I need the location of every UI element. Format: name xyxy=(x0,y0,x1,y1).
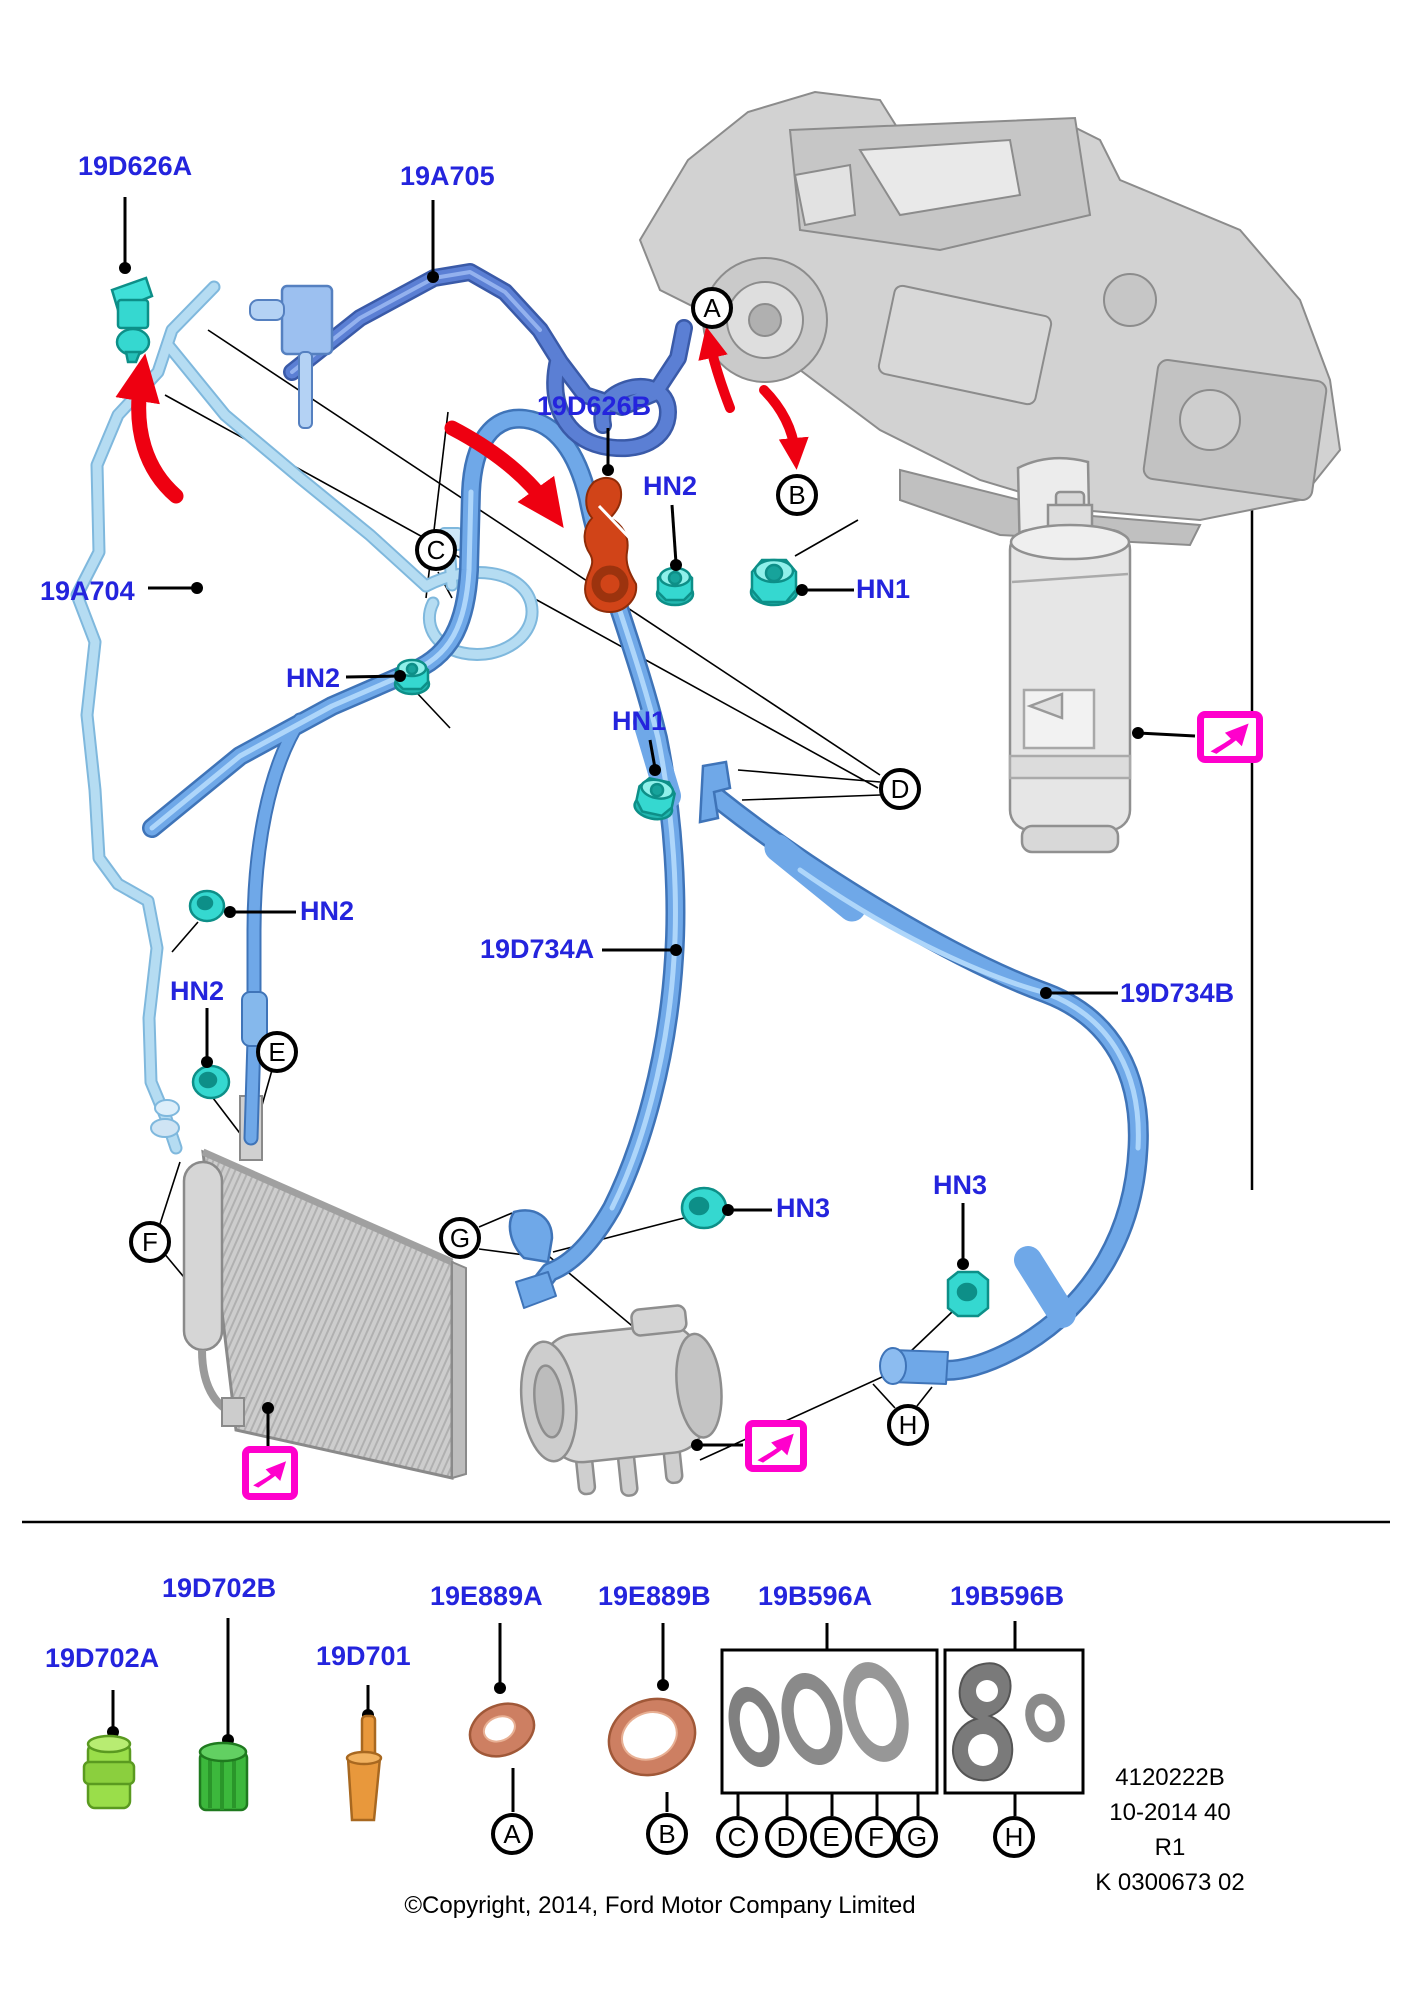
red-arrow-19d626a-icon xyxy=(115,353,184,504)
pipe-19a705 xyxy=(249,263,693,458)
part-label-19a705[interactable]: 19A705 xyxy=(400,161,495,191)
red-arrow-19d626b-icon xyxy=(444,420,564,528)
callout-d: D xyxy=(879,768,921,810)
part-label-19b596b[interactable]: 19B596B xyxy=(950,1581,1065,1611)
bracket-19d626b-illustration xyxy=(583,476,642,614)
condenser-illustration xyxy=(182,1095,467,1480)
compressor-illustration xyxy=(519,1304,723,1497)
legend-callout-f: F xyxy=(855,1816,897,1858)
nut-hn2-d xyxy=(191,1064,231,1100)
external-ref-arrow-icon xyxy=(757,1433,794,1463)
legend-callout-c: C xyxy=(716,1816,758,1858)
red-arrow-a-icon xyxy=(698,326,735,413)
leader-lines xyxy=(119,197,1196,1451)
doc-info-block: 4120222B 10-2014 40 R1 K 0300673 02 xyxy=(1085,1760,1255,1900)
part-label-hn1-a[interactable]: HN1 xyxy=(856,574,911,604)
doc-revision: R1 xyxy=(1154,1834,1186,1861)
fastener-nuts xyxy=(188,558,990,1318)
red-direction-arrows xyxy=(115,326,809,528)
callout-g: G xyxy=(439,1217,481,1259)
callout-h: H xyxy=(887,1404,929,1446)
part-label-19d734b[interactable]: 19D734B xyxy=(1120,978,1235,1008)
callout-a: A xyxy=(691,287,733,329)
gasket-kit-19b596b-illustration xyxy=(943,1648,1085,1795)
nut-hn3-b xyxy=(946,1270,990,1318)
legend-callout-b: B xyxy=(646,1813,688,1855)
part-label-19e889b[interactable]: 19E889B xyxy=(598,1581,711,1611)
pipe-19a704 xyxy=(70,280,539,1155)
cap-19d702a-illustration xyxy=(82,1734,136,1810)
oring-kit-19b596a-illustration xyxy=(720,1648,939,1795)
part-label-19d626a[interactable]: 19D626A xyxy=(78,151,193,181)
nut-hn1-a xyxy=(749,558,799,607)
part-label-19d702a[interactable]: 19D702A xyxy=(45,1643,160,1673)
part-label-hn2-c[interactable]: HN2 xyxy=(300,896,355,926)
clip-19d626a-illustration xyxy=(110,276,154,364)
nut-hn2-c xyxy=(188,889,226,923)
bracket-d-illustration xyxy=(698,760,732,824)
legend-callout-a: A xyxy=(491,1813,533,1855)
external-ref-condenser[interactable] xyxy=(242,1446,298,1500)
part-label-19d626b[interactable]: 19D626B xyxy=(537,391,652,421)
nut-hn3-a xyxy=(680,1186,728,1230)
legend-callout-d: D xyxy=(765,1816,807,1858)
refrigerant-canister-illustration xyxy=(1008,456,1132,854)
callout-b: B xyxy=(776,474,818,516)
hose-19d734b xyxy=(508,786,1149,1385)
part-label-19a704[interactable]: 19A704 xyxy=(40,576,135,606)
part-label-19d702b[interactable]: 19D702B xyxy=(162,1573,277,1603)
part-label-hn2-a[interactable]: HN2 xyxy=(643,471,698,501)
nut-hn1-b xyxy=(633,776,676,821)
callout-e: E xyxy=(256,1031,298,1073)
callout-c: C xyxy=(415,529,457,571)
part-label-hn2-b[interactable]: HN2 xyxy=(286,663,341,693)
external-ref-canister[interactable] xyxy=(1197,711,1263,763)
part-label-19e889a[interactable]: 19E889A xyxy=(430,1581,543,1611)
callout-f: F xyxy=(129,1221,171,1263)
part-label-19b596a[interactable]: 19B596A xyxy=(758,1581,873,1611)
external-ref-arrow-icon xyxy=(253,1461,287,1488)
part-label-hn2-d[interactable]: HN2 xyxy=(170,976,225,1006)
doc-number: 4120222B xyxy=(1115,1764,1225,1791)
washer-19e889b-illustration xyxy=(607,1697,697,1777)
external-ref-arrow-icon xyxy=(1210,723,1249,754)
nut-hn2-b xyxy=(393,658,431,696)
hvac-unit-illustration xyxy=(638,90,1342,547)
washer-19e889a-illustration xyxy=(468,1702,536,1758)
part-label-19d701[interactable]: 19D701 xyxy=(316,1641,411,1671)
red-arrow-b-icon xyxy=(759,385,809,470)
part-label-19d734a[interactable]: 19D734A xyxy=(480,934,595,964)
cap-19d702b-illustration xyxy=(198,1741,249,1812)
copyright-notice: ©Copyright, 2014, Ford Motor Company Lim… xyxy=(404,1892,916,1919)
part-label-hn3-a[interactable]: HN3 xyxy=(776,1193,831,1223)
legend-callout-g: G xyxy=(896,1816,938,1858)
part-label-hn1-b[interactable]: HN1 xyxy=(612,706,667,736)
nut-hn2-a xyxy=(655,566,695,607)
doc-date: 10-2014 40 xyxy=(1109,1799,1231,1826)
external-ref-compressor[interactable] xyxy=(745,1420,807,1472)
part-label-hn3-b[interactable]: HN3 xyxy=(933,1170,988,1200)
legend-callout-h: H xyxy=(993,1816,1035,1858)
legend-callout-e: E xyxy=(810,1816,852,1858)
doc-code: K 0300673 02 xyxy=(1095,1869,1245,1896)
valve-19d701-illustration xyxy=(345,1714,383,1822)
legend-leader-lines xyxy=(107,1618,1017,1816)
